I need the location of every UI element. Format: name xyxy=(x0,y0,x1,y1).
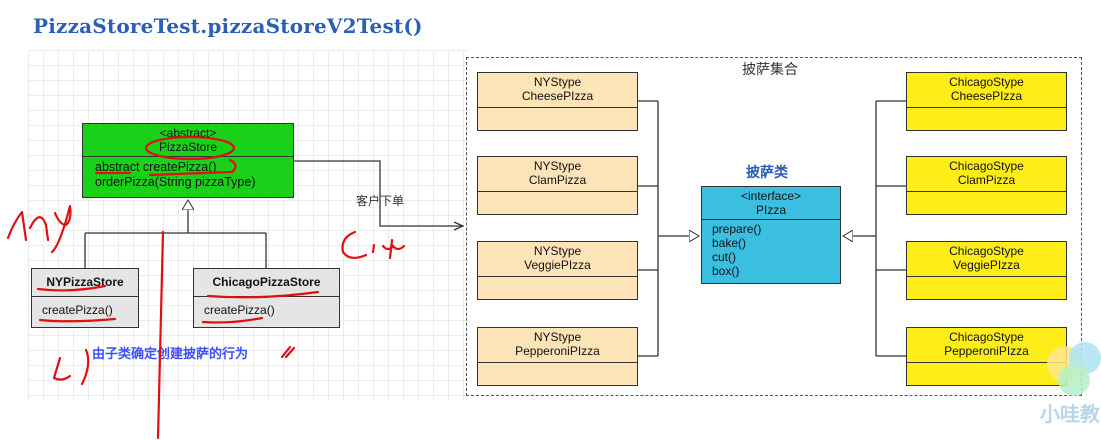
pizza-style: ChicagoStype xyxy=(949,75,1024,89)
pizza-style: NYStype xyxy=(533,159,582,173)
pizza-style: NYStype xyxy=(533,244,582,258)
pizza-interface-class[interactable]: <interface> PIzza prepare() bake() cut()… xyxy=(701,186,841,284)
chicago-pizza-connectors xyxy=(843,100,906,357)
class-header: <interface> PIzza xyxy=(702,187,840,219)
method-prepare: prepare() xyxy=(712,222,762,236)
page-title: PizzaStoreTest.pizzaStoreV2Test() xyxy=(33,14,423,38)
ny-pizza-connectors xyxy=(638,100,699,357)
class-name: PIzza xyxy=(755,203,786,217)
chicago-pizza-store-class[interactable]: ChicagoPizzaStore createPizza() xyxy=(193,268,340,328)
brand-logo xyxy=(1047,342,1101,396)
method-cut: cut() xyxy=(712,250,736,264)
class-methods: prepare() bake() cut() box() xyxy=(702,220,840,280)
pizza-style: ChicagoStype xyxy=(949,244,1024,258)
store-inheritance-connector xyxy=(84,200,267,268)
pizza-style: NYStype xyxy=(533,330,582,344)
pizza-set-label: 披萨集合 xyxy=(742,61,798,77)
brand-logo-text: 小哇教育 xyxy=(1040,404,1101,426)
method-box: box() xyxy=(712,264,740,278)
pizza-class-label: 披萨类 xyxy=(746,164,788,180)
abstract-pizza-store-class[interactable]: <abstract> PizzaStore abstract createPiz… xyxy=(82,123,294,198)
stereotype-label: <interface> xyxy=(740,189,802,203)
subclass-note: 由子类确定创建披萨的行为 xyxy=(92,346,249,361)
pizza-name: ClamPizza xyxy=(528,173,587,187)
method-create-pizza: createPizza() xyxy=(42,303,113,317)
pizza-name: CheesePIzza xyxy=(521,89,594,103)
pizza-name: VeggiePIzza xyxy=(953,258,1020,272)
method-bake: bake() xyxy=(712,236,747,250)
pizza-style: ChicagoStype xyxy=(949,330,1024,344)
class-name: PizzaStore xyxy=(158,140,218,154)
client-order-arrow xyxy=(294,160,463,226)
pizza-name: CheesePIzza xyxy=(950,89,1023,103)
class-name: ChicagoPizzaStore xyxy=(212,275,321,289)
class-methods: abstract createPizza() orderPizza(String… xyxy=(83,157,293,193)
pizza-name: VeggiePIzza xyxy=(524,258,591,272)
pizza-set-boundary xyxy=(466,57,1082,396)
pizza-name: PepperoniPIzza xyxy=(515,344,600,358)
pizza-name: ClamPizza xyxy=(957,173,1016,187)
pizza-style: ChicagoStype xyxy=(949,159,1024,173)
method-create-pizza: createPizza() xyxy=(204,303,275,317)
red-annotations xyxy=(6,135,406,440)
method-order-pizza: orderPizza(String pizzaType) xyxy=(95,175,256,189)
pizza-name: PepperoniPIzza xyxy=(944,344,1029,358)
grid-background xyxy=(28,50,468,400)
pizza-style: NYStype xyxy=(533,75,582,89)
method-create-pizza: abstract createPizza() xyxy=(95,160,217,174)
